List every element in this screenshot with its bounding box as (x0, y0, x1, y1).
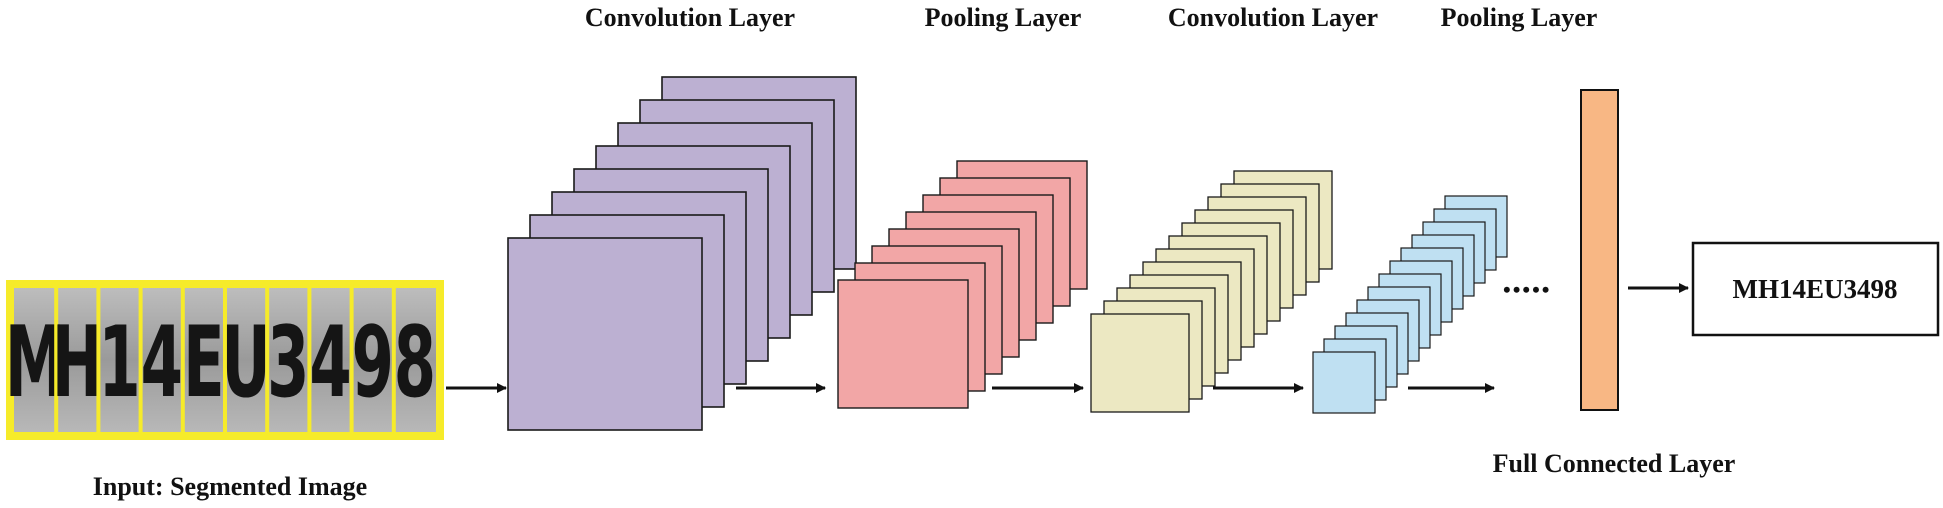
pooling-layer-2-stack (1312, 195, 1508, 414)
plate-character: 3 (267, 306, 309, 420)
feature-map (1090, 313, 1190, 413)
segment-divider (96, 288, 101, 432)
plate-character: 4 (309, 306, 351, 420)
label-conv-layer-2: Convolution Layer (1168, 3, 1378, 32)
feature-map (1312, 351, 1376, 414)
fully-connected-bar (1580, 89, 1619, 411)
segment-divider (349, 288, 354, 432)
conv-layer-2-stack (1090, 170, 1333, 413)
segment-divider (138, 288, 143, 432)
plate-character: U (221, 306, 270, 420)
feature-map (837, 279, 969, 409)
segment-divider (265, 288, 270, 432)
plate-character: H (52, 306, 103, 420)
pooling-layer-1-stack (837, 160, 1088, 409)
plate-character: 8 (394, 306, 436, 420)
label-input: Input: Segmented Image (93, 472, 367, 501)
segment-divider (307, 288, 312, 432)
segment-divider (54, 288, 59, 432)
label-conv-layer-1: Convolution Layer (585, 3, 795, 32)
feature-map (507, 237, 703, 431)
plate-character: 9 (352, 306, 394, 420)
label-fully-connected: Full Connected Layer (1493, 449, 1736, 478)
label-pooling-layer-2: Pooling Layer (1441, 3, 1598, 32)
ellipsis: ••••• (1503, 277, 1552, 302)
segment-divider (391, 288, 396, 432)
output-text: MH14EU3498 (1733, 274, 1898, 304)
plate-character: E (183, 306, 224, 420)
plate-character: 1 (98, 306, 140, 420)
segment-divider (223, 288, 227, 432)
label-pooling-layer-1: Pooling Layer (925, 3, 1082, 32)
segment-divider (180, 288, 185, 432)
conv-layer-1-stack (507, 76, 857, 431)
output-box (1691, 241, 1940, 337)
plate-character: 4 (141, 306, 183, 420)
